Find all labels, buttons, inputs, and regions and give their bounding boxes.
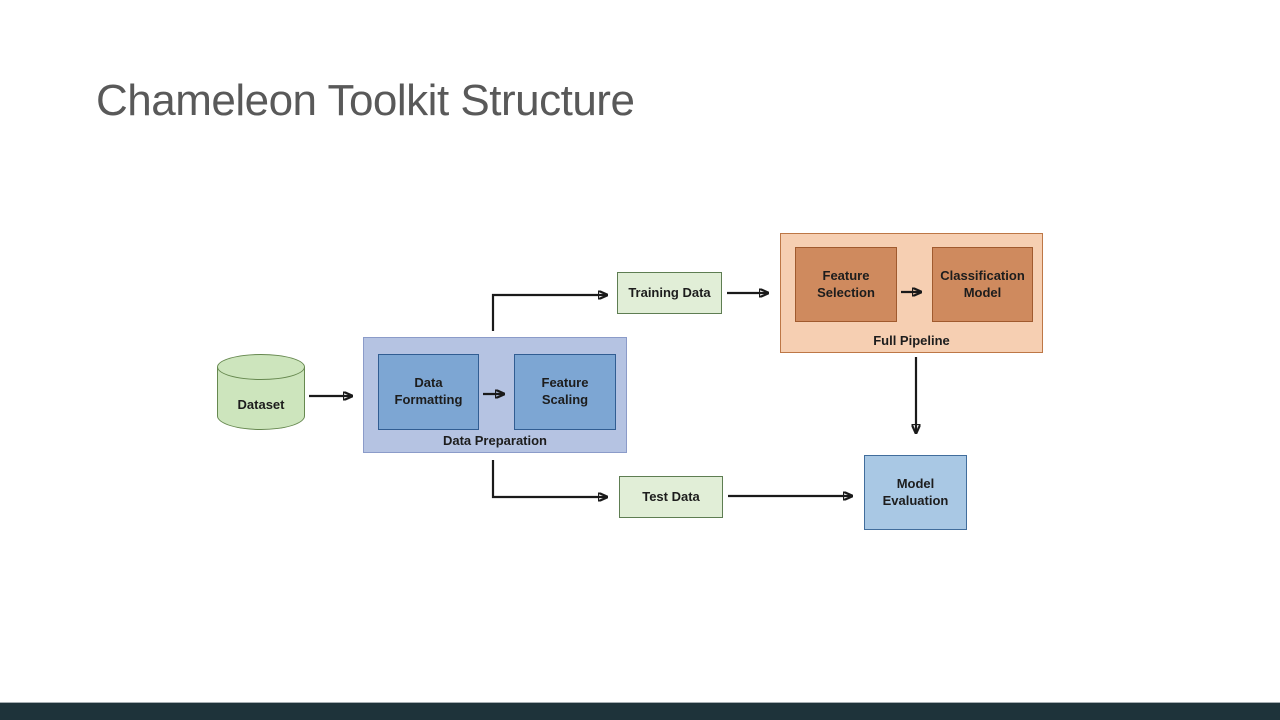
dataset-cylinder-top xyxy=(217,354,305,380)
training-data-label: Training Data xyxy=(628,284,711,300)
dataset-label: Dataset xyxy=(237,396,285,412)
test-data-node: Test Data xyxy=(619,476,723,518)
data-preparation-label: Data Preparation xyxy=(442,433,548,448)
feature-scaling-node: Feature Scaling xyxy=(514,354,616,430)
data-formatting-label: Data Formatting xyxy=(394,375,463,407)
page-title: Chameleon Toolkit Structure xyxy=(96,76,635,125)
test-data-label: Test Data xyxy=(642,488,700,504)
classification-model-node: Classification Model xyxy=(932,247,1033,322)
dataset-cylinder: Dataset xyxy=(217,354,305,430)
data-formatting-node: Data Formatting xyxy=(378,354,479,430)
training-data-node: Training Data xyxy=(617,272,722,314)
edge-data-preparation-to-training-data xyxy=(491,295,607,331)
footer-accent-bar xyxy=(0,702,1280,720)
model-evaluation-label: Model Evaluation xyxy=(882,475,949,508)
full-pipeline-label: Full Pipeline xyxy=(873,333,950,348)
classification-model-label: Classification Model xyxy=(940,267,1025,300)
full-pipeline-group: Feature Selection Classification Model F… xyxy=(780,233,1043,353)
data-preparation-group: Data Formatting Feature Scaling Data Pre… xyxy=(363,337,627,453)
feature-scaling-label: Feature Scaling xyxy=(541,375,589,407)
feature-selection-label: Feature Selection xyxy=(817,267,875,300)
feature-selection-node: Feature Selection xyxy=(795,247,897,322)
edge-data-preparation-to-test-data xyxy=(491,460,607,497)
model-evaluation-node: Model Evaluation xyxy=(864,455,967,530)
